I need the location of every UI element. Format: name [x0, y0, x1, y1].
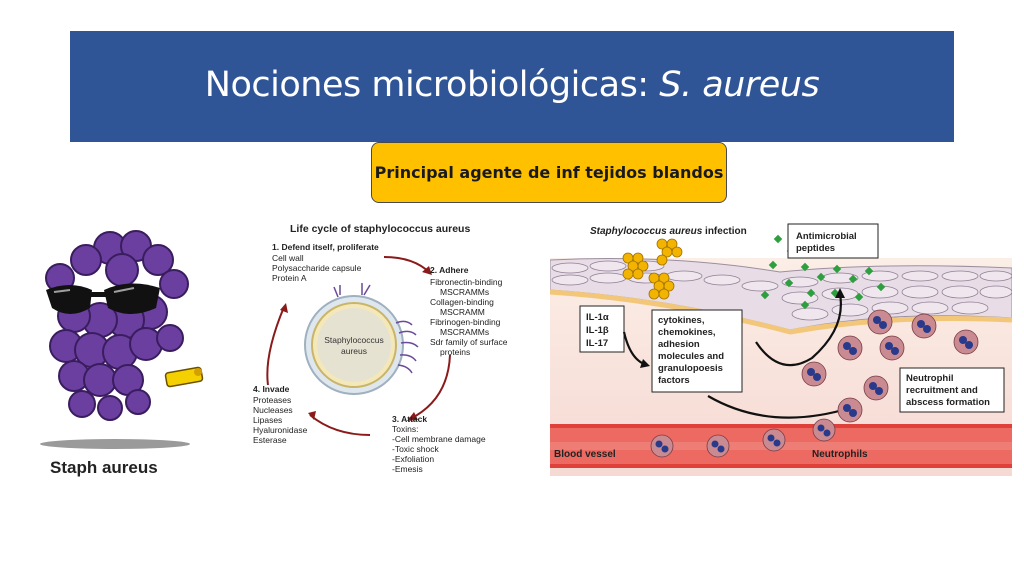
stage-4-line: Proteases: [253, 395, 291, 405]
stage-4-line: Hyaluronidase: [253, 425, 308, 435]
stage-1-line: Cell wall: [272, 253, 304, 263]
neutrophil-box-line: abscess formation: [906, 397, 990, 408]
stage-1-heading: 1. Defend itself, proliferate: [272, 242, 379, 252]
lifecycle-title: Life cycle of staphylococcus aureus: [290, 223, 470, 235]
stage-2-line: proteins: [440, 347, 470, 357]
cigarette-icon: [164, 366, 204, 388]
stage-2-line: Fibrinogen-binding: [430, 317, 501, 327]
stage-4-line: Esterase: [253, 435, 287, 445]
stage-2-line: Collagen-binding: [430, 297, 494, 307]
stage-2-line: Fibronectin-binding: [430, 277, 503, 287]
cytokines-line: granulopoesis: [658, 363, 723, 374]
interleukin-line: IL-1β: [586, 325, 609, 336]
slide-title-main: Nociones microbiológicas:: [204, 65, 660, 105]
infection-title: Staphylococcus aureus infection: [590, 226, 747, 237]
cartoon-grape-cluster: [45, 230, 189, 421]
stage-1-line: Polysaccharide capsule: [272, 263, 362, 273]
neutrophils-label: Neutrophils: [812, 449, 868, 460]
stage-2-line: MSCRAMMs: [440, 327, 489, 337]
subtitle-text: Principal agente de inf tejidos blandos: [374, 163, 724, 182]
stage-1: 1. Defend itself, proliferate Cell wall …: [272, 242, 379, 283]
interleukin-line: IL-17: [586, 338, 608, 349]
interleukin-line: IL-1α: [586, 312, 609, 323]
staph-bacteria: [622, 238, 683, 300]
slide-title: Nociones microbiológicas: S. aureus: [70, 65, 954, 105]
infection-title-italic: Staphylococcus aureus: [590, 226, 703, 237]
lifecycle-arrows: [266, 256, 451, 436]
stage-3-heading: 3. Attack: [392, 414, 427, 424]
lifecycle-arrowheads: [280, 266, 432, 421]
subtitle-box: Principal agente de inf tejidos blandos: [371, 142, 727, 203]
stage-3-line: Toxins:: [392, 424, 418, 434]
bacterium-label-1: Staphylococcus: [324, 335, 384, 345]
cartoon-sunglasses: [46, 283, 160, 314]
blood-vessel-label: Blood vessel: [554, 449, 616, 460]
interleukin-box: [579, 305, 625, 353]
stage-4-line: Lipases: [253, 415, 282, 425]
stage-3-line: -Exfoliation: [392, 454, 434, 464]
lifecycle-diagram: Life cycle of staphylococcus aureus Stap…: [253, 223, 508, 474]
stage-4: 4. Invade Proteases Nucleases Lipases Hy…: [253, 384, 308, 445]
neutrophil-box-line: Neutrophil: [906, 373, 954, 384]
stage-2: 2. Adhere Fibronectin-binding MSCRAMMs C…: [430, 265, 508, 357]
stage-3-line: -Emesis: [392, 464, 423, 474]
cytokines-line: molecules and: [658, 351, 724, 362]
stage-2-line: MSCRAMMs: [440, 287, 489, 297]
stage-2-line: MSCRAMM: [440, 307, 485, 317]
cytokines-box: [651, 309, 743, 393]
slide-title-italic: S. aureus: [659, 65, 820, 105]
cytokines-line: adhesion: [658, 339, 700, 350]
title-bar: Nociones microbiológicas: S. aureus: [70, 31, 954, 142]
cytokines-line: factors: [658, 375, 690, 386]
stage-4-line: Nucleases: [253, 405, 293, 415]
antimicrobial-label-1: Antimicrobial: [796, 231, 857, 242]
stage-2-line: Sdr family of surface: [430, 337, 508, 347]
neutrophil-box-line: recruitment and: [906, 385, 978, 396]
cartoon-shadow: [40, 439, 190, 449]
cartoon-caption: Staph aureus: [50, 458, 158, 477]
stage-4-heading: 4. Invade: [253, 384, 290, 394]
bacterium-label-2: aureus: [341, 346, 367, 356]
neutrophil-recruitment-box: [899, 367, 1005, 413]
stage-2-heading: 2. Adhere: [430, 265, 469, 275]
stage-3: 3. Attack Toxins: -Cell membrane damage …: [392, 414, 486, 474]
antimicrobial-box: [787, 223, 879, 259]
cytokines-line: cytokines,: [658, 315, 704, 326]
adhesin-proteins: [333, 283, 419, 374]
staph-cartoon: Staph aureus: [40, 230, 204, 477]
stage-3-line: -Toxic shock: [392, 444, 440, 454]
cytokines-line: chemokines,: [658, 327, 716, 338]
bacterium-cell: Staphylococcus aureus: [304, 295, 404, 395]
antimicrobial-label-2: peptides: [796, 243, 835, 254]
blood-vessel: [550, 418, 1012, 468]
infection-diagram: Staphylococcus aureus infection Antimicr…: [550, 223, 1012, 476]
infection-title-rest: infection: [702, 226, 746, 237]
stage-3-line: -Cell membrane damage: [392, 434, 486, 444]
stage-1-line: Protein A: [272, 273, 307, 283]
